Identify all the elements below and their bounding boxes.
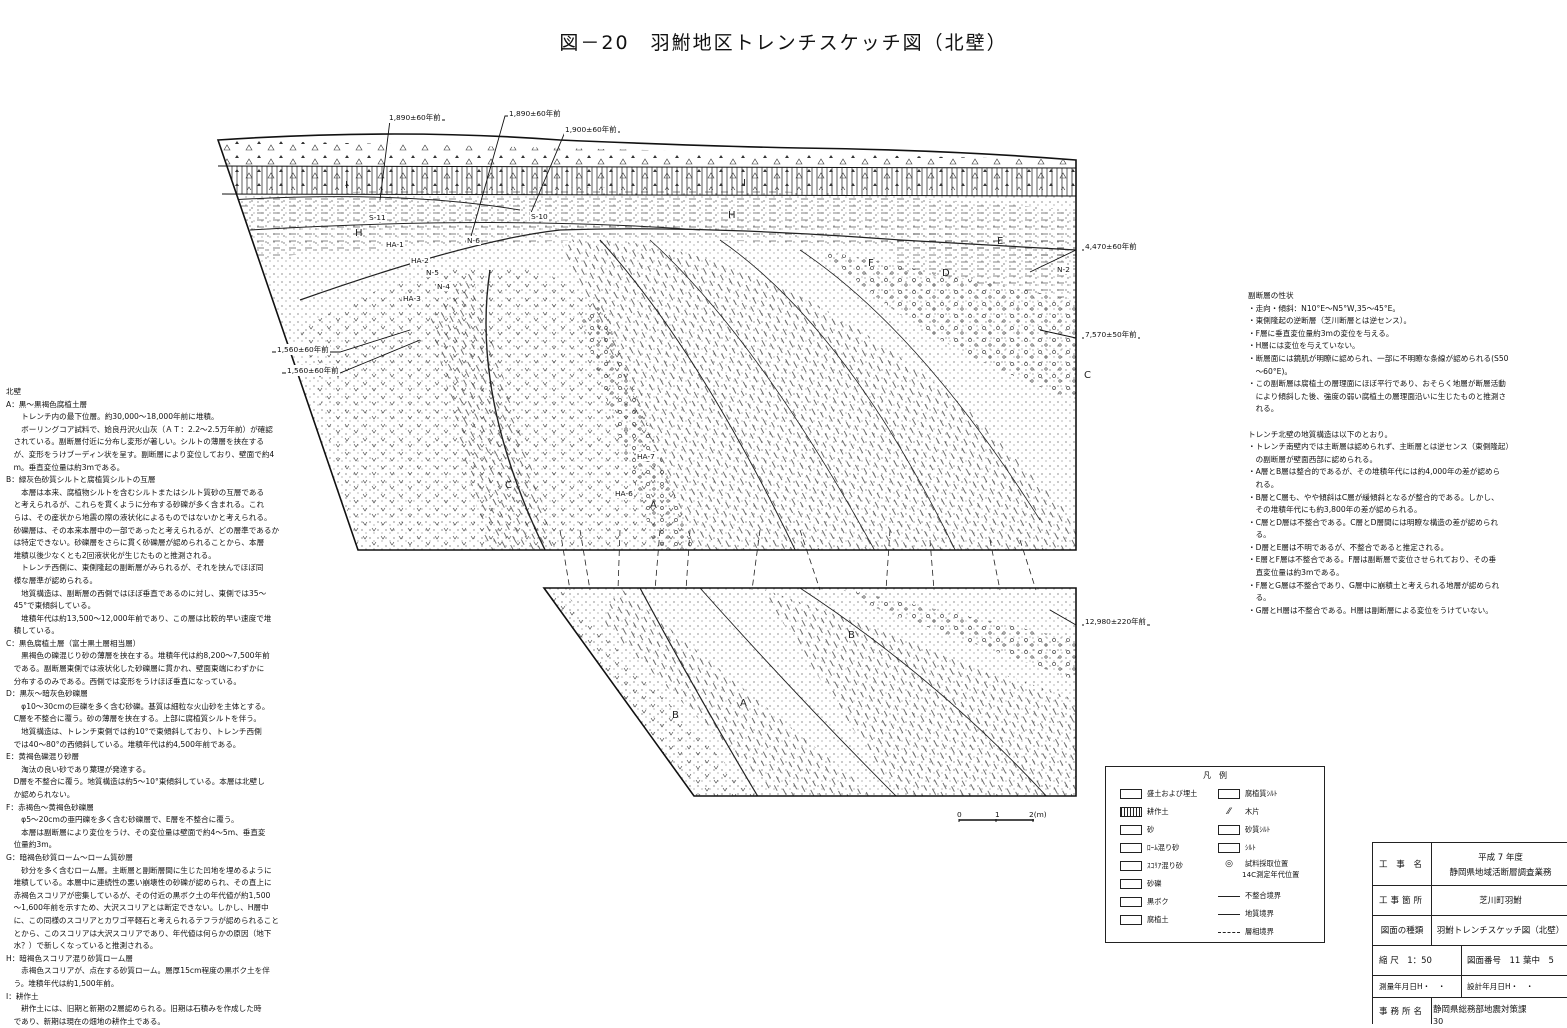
sample-point-icon: ◎ xyxy=(1225,859,1233,869)
sample-label: N-4 xyxy=(436,282,451,291)
layer-label: I xyxy=(345,180,348,191)
work-year: 平成 7 年度 xyxy=(1478,852,1523,863)
legend-item: ｼﾙﾄ xyxy=(1218,843,1256,853)
legend-item: 層相境界 xyxy=(1218,927,1274,937)
north-wall-description: 北壁 A：黒～黒褐色腐植土層 トレンチ内の最下位層。約30,000～18,000… xyxy=(6,387,280,1026)
humus-swatch-icon xyxy=(1120,915,1142,925)
layer-label: F xyxy=(868,258,874,269)
sample-label: S-10 xyxy=(530,212,549,221)
scale-bar: 0 1 2(m) xyxy=(956,810,1048,832)
legend-item: 盛土および埋土 xyxy=(1120,789,1197,799)
legend-title: 凡 例 xyxy=(1203,771,1227,780)
silt-swatch-icon xyxy=(1218,843,1240,853)
layer-label: H xyxy=(355,228,363,239)
date-label: 1,560±60年前 xyxy=(286,365,340,376)
sample-label: HA-2 xyxy=(410,256,430,265)
layer-label: A xyxy=(650,500,657,511)
unconformity-line-icon xyxy=(1218,895,1240,897)
wood-fragment-icon: ⁄⁄ xyxy=(1227,807,1231,817)
geologic-boundary-line-icon xyxy=(1218,913,1240,915)
sheet-number: 図面番号 11 葉中 5 xyxy=(1467,956,1554,966)
sample-label: HA-6 xyxy=(614,489,634,498)
layer-label: I xyxy=(743,178,746,189)
drawing-type-row: 図面の種類 羽鮒トレンチスケッチ図（北壁） xyxy=(1373,915,1567,946)
date-label: 1,900±60年前 xyxy=(564,124,618,135)
legend-item: ⁄⁄木片 xyxy=(1218,807,1259,817)
legend-item: 14C測定年代位置 xyxy=(1242,870,1300,879)
sample-label: S-11 xyxy=(368,213,387,222)
drawing-scale: 縮 尺 1：50 xyxy=(1379,956,1432,966)
date-label: 7,570±50年前 xyxy=(1084,329,1138,340)
office-name: 静岡県総務部地震対策課 xyxy=(1433,1005,1527,1015)
sample-label: N-6 xyxy=(466,236,481,245)
loam-sand-swatch-icon xyxy=(1120,843,1142,853)
sample-label: HA-7 xyxy=(636,452,656,461)
legend-item: ◎試料採取位置 xyxy=(1218,859,1288,869)
sand-swatch-icon xyxy=(1120,825,1142,835)
date-label: 12,980±220年前 xyxy=(1084,616,1147,627)
kuroboku-swatch-icon xyxy=(1120,897,1142,907)
date-label: 1,560±60年前 xyxy=(276,344,330,355)
fill-swatch-icon xyxy=(1120,789,1142,799)
survey-date: 測量年月日H・ ・ xyxy=(1379,982,1446,991)
legend-item: 地質境界 xyxy=(1218,909,1274,919)
dates-row: 測量年月日H・ ・ 設計年月日H・ ・ xyxy=(1373,975,1567,998)
site-row: 工事箇所 芝川町羽鮒 xyxy=(1373,885,1567,916)
sample-label: HA-1 xyxy=(385,240,405,249)
layer-label: A xyxy=(740,698,747,709)
office-row: 事務所名 静岡県総務部地震対策課 30 xyxy=(1373,997,1567,1026)
topsoil-swatch-icon xyxy=(1120,807,1142,817)
legend-item: 砂質ｼﾙﾄ xyxy=(1218,825,1270,835)
facies-boundary-line-icon xyxy=(1218,931,1240,933)
legend-item: 腐植質ｼﾙﾄ xyxy=(1218,789,1277,799)
scale-tick-label: 2(m) xyxy=(1028,810,1048,819)
sample-label: N-2 xyxy=(1056,265,1071,274)
title-block: 工 事 名 平成 7 年度 静岡県地域活断層調査業務 工事箇所 芝川町羽鮒 図面… xyxy=(1372,842,1567,1026)
legend-item: 黒ボク xyxy=(1120,897,1169,907)
layer-label: C xyxy=(1084,370,1091,381)
work-name: 静岡県地域活断層調査業務 xyxy=(1449,867,1552,878)
legend-item: 耕作土 xyxy=(1120,807,1169,817)
date-label: 1,890±60年前 xyxy=(508,108,562,119)
layer-label: H xyxy=(728,210,736,221)
design-date: 設計年月日H・ ・ xyxy=(1467,982,1534,991)
legend-item: 砂礫 xyxy=(1120,879,1161,889)
scale-row: 縮 尺 1：50 図面番号 11 葉中 5 xyxy=(1373,945,1567,976)
subfault-notes: 副断層の性状 ・走向・傾斜：N10°E～N5°W,35～45°E。 ・東側隆起の… xyxy=(1248,291,1514,615)
scale-tick-label: 0 xyxy=(956,810,963,819)
legend-item: 砂 xyxy=(1120,825,1154,835)
legend: 凡 例 盛土および埋土 腐植質ｼﾙﾄ 耕作土 ⁄⁄木片 砂 砂質ｼﾙﾄ ﾛｰﾑ混… xyxy=(1105,766,1325,943)
sample-label: HA-3 xyxy=(402,294,422,303)
date-label: 4,470±60年前 xyxy=(1084,241,1138,252)
legend-item: ｽｺﾘｱ混り砂 xyxy=(1120,861,1183,871)
page-title: 図－20 羽鮒地区トレンチスケッチ図（北壁） xyxy=(559,32,1008,54)
humic-silt-swatch-icon xyxy=(1218,789,1240,799)
work-name-row: 工 事 名 平成 7 年度 静岡県地域活断層調査業務 xyxy=(1373,843,1567,886)
layer-label: B xyxy=(848,630,855,641)
layer-label: C xyxy=(505,480,512,491)
legend-item: 腐植土 xyxy=(1120,915,1169,925)
gravel-swatch-icon xyxy=(1120,879,1142,889)
layer-label: E xyxy=(997,236,1004,247)
page-number: 30 xyxy=(1433,1017,1444,1026)
layer-label: B xyxy=(672,710,679,721)
legend-item: ﾛｰﾑ混り砂 xyxy=(1120,843,1179,853)
date-label: 1,890±60年前 xyxy=(388,112,442,123)
scale-tick-label: 1 xyxy=(994,810,1001,819)
sample-label: N-5 xyxy=(425,268,440,277)
sandy-silt-swatch-icon xyxy=(1218,825,1240,835)
layer-label: D xyxy=(942,268,950,279)
legend-item: 不整合境界 xyxy=(1218,891,1281,901)
scoria-sand-swatch-icon xyxy=(1120,861,1142,871)
